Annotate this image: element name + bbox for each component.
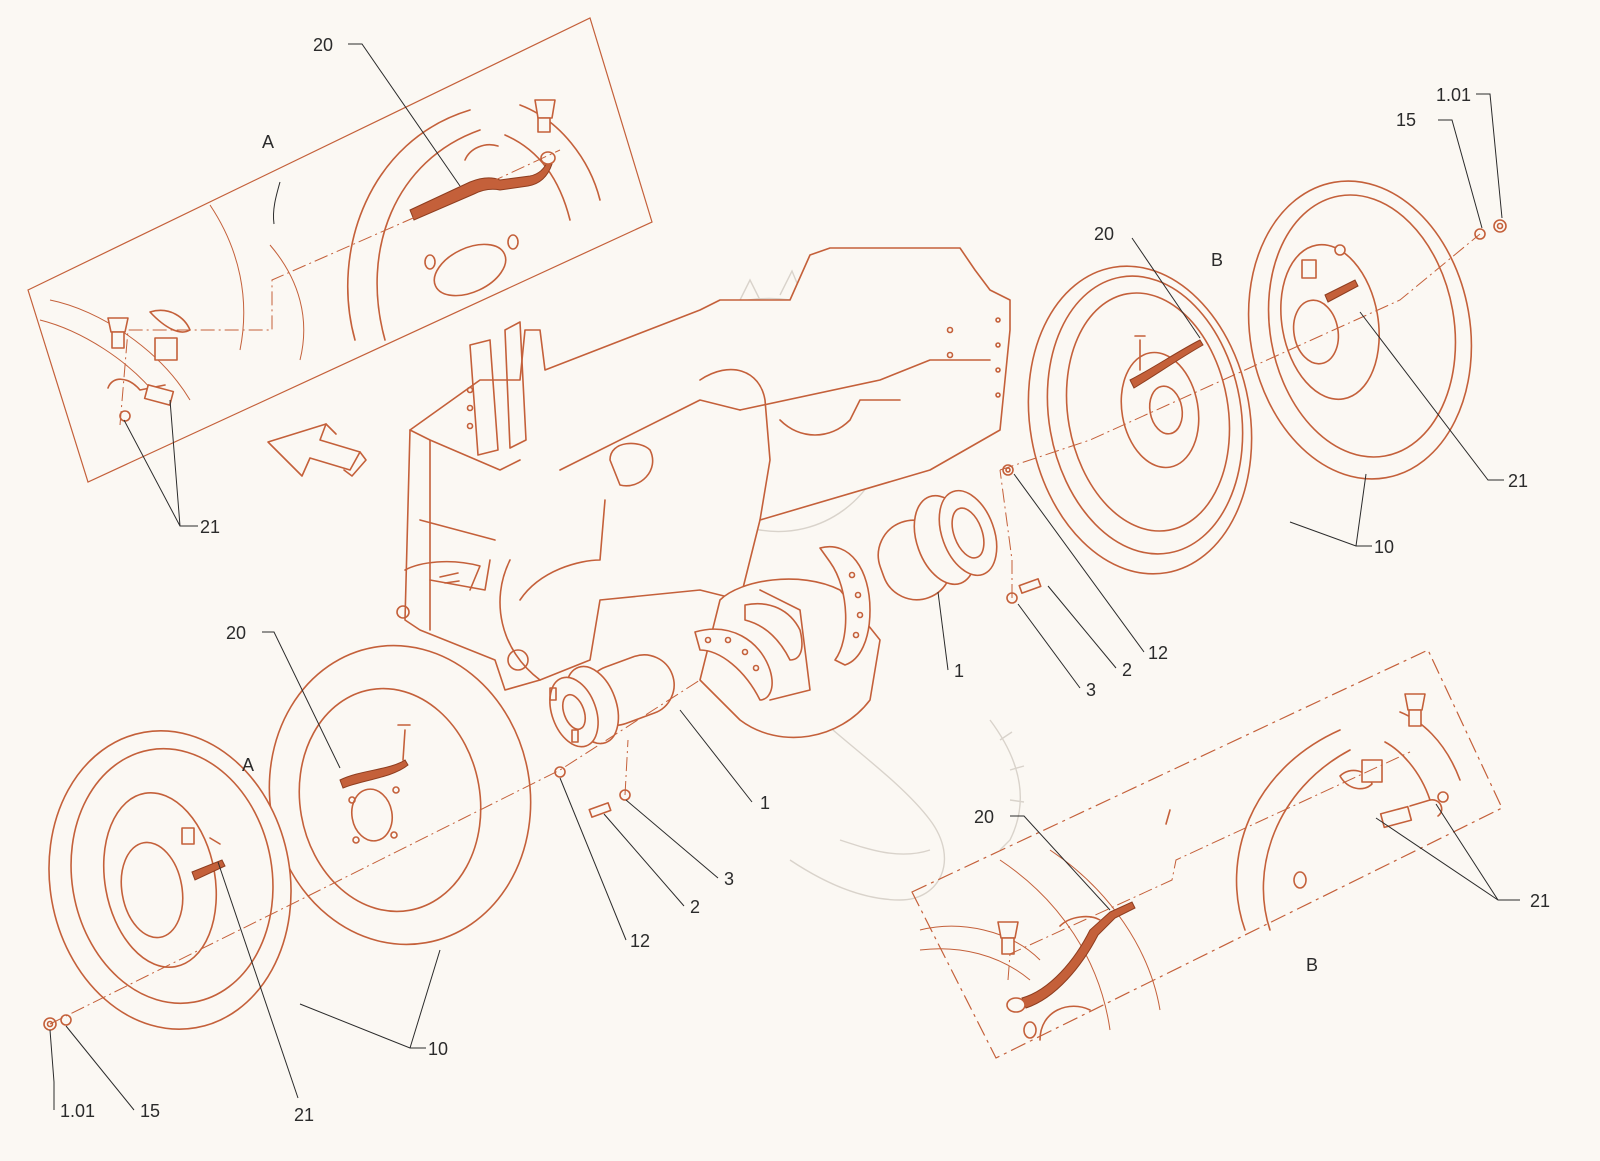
left-hub-assembly (549, 603, 803, 818)
left-wheel-nut-and-washer (43, 1014, 72, 1031)
right-wheel-outer (1247, 180, 1473, 480)
callout-bl-10: 10 (428, 1039, 448, 1059)
callout-mid-3: 3 (1086, 680, 1096, 700)
leader-lines (49, 43, 1520, 1111)
callout-tl-21: 21 (200, 517, 220, 537)
callout-mid-2: 2 (1122, 660, 1132, 680)
callout-mid-12: 12 (1148, 643, 1168, 663)
right-hub-assembly (819, 464, 1042, 666)
callout-mid-1: 1 (954, 661, 964, 681)
callout-center-1: 1 (760, 793, 770, 813)
callout-tr-1-01: 1.01 (1436, 85, 1471, 105)
callout-center-12: 12 (630, 931, 650, 951)
callout-labels: 20 A 21 1.01 15 20 B 21 10 1 12 2 3 20 A… (60, 35, 1550, 1125)
callout-tr-b: B (1211, 250, 1223, 270)
callout-center-2: 2 (690, 897, 700, 917)
right-wheel-nut-and-washer (1474, 219, 1507, 240)
callout-br-b: B (1306, 955, 1318, 975)
chassis-frame (396, 247, 1011, 739)
callout-center-3: 3 (724, 869, 734, 889)
callout-tl-20: 20 (313, 35, 333, 55)
callout-tl-a: A (262, 132, 274, 152)
callout-tr-21: 21 (1508, 471, 1528, 491)
callout-br-20: 20 (974, 807, 994, 827)
callout-br-21: 21 (1530, 891, 1550, 911)
detail-a-top-left (27, 17, 653, 483)
left-wheel-inner (268, 644, 532, 946)
left-centre-line (49, 679, 701, 1025)
callout-tr-15: 15 (1396, 110, 1416, 130)
right-wheel-inner (1027, 265, 1253, 575)
detail-b-bottom-right (911, 649, 1503, 1059)
callout-tr-10: 10 (1374, 537, 1394, 557)
callout-bl-1-01: 1.01 (60, 1101, 95, 1121)
view-direction-arrow (267, 423, 367, 477)
callout-bl-21: 21 (294, 1105, 314, 1125)
callout-bl-15: 15 (140, 1101, 160, 1121)
right-bolt-line (999, 469, 1013, 598)
left-bolt-line (624, 739, 629, 796)
right-centre-line (999, 233, 1481, 471)
left-wheel-outer (48, 730, 292, 1030)
callout-bl-a: A (242, 755, 254, 775)
callout-bl-20: 20 (226, 623, 246, 643)
callout-tr-20: 20 (1094, 224, 1114, 244)
